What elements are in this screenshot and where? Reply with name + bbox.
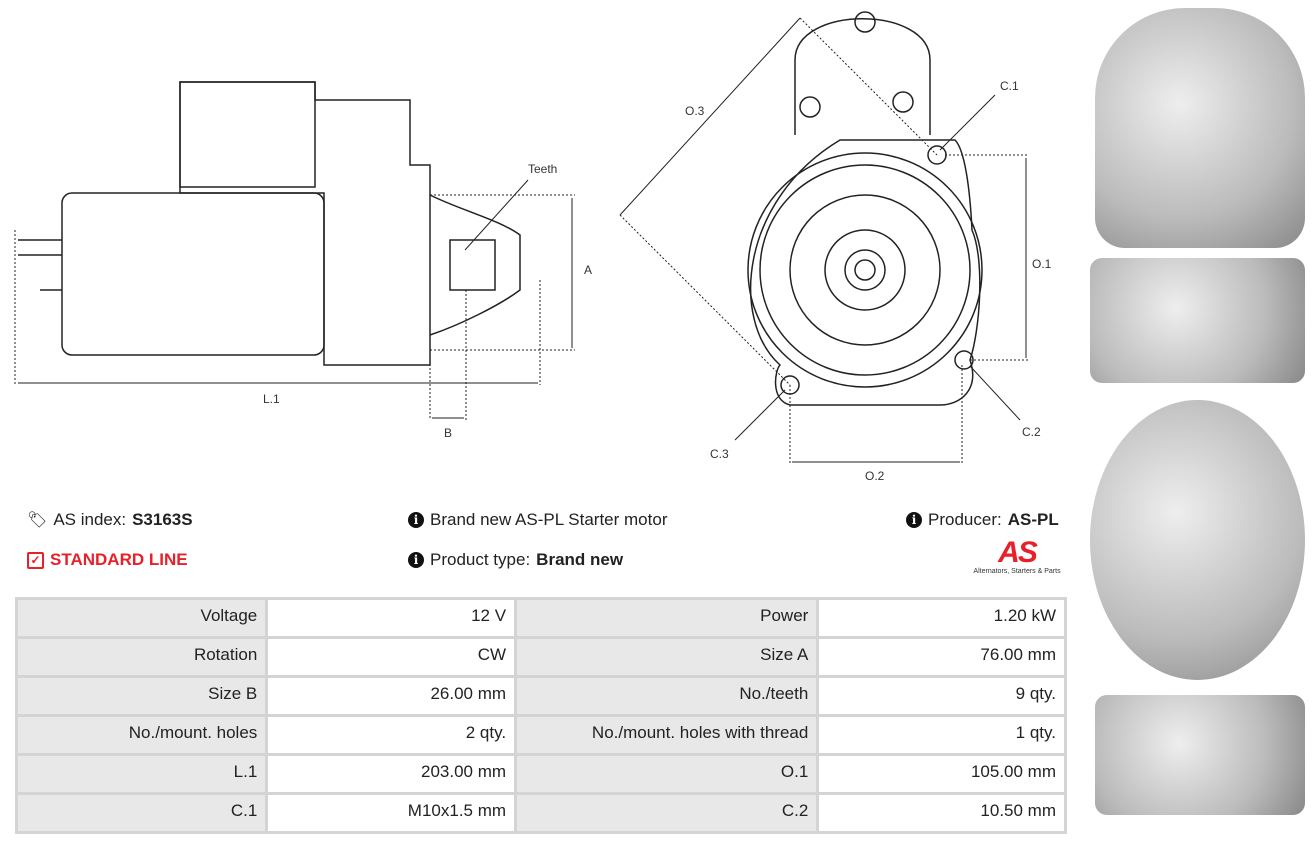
- label-c1: C.1: [1000, 79, 1019, 93]
- spec-value: 2 qty.: [265, 714, 518, 756]
- spec-label: O.1: [514, 753, 820, 795]
- description: i Brand new AS-PL Starter motor: [408, 510, 667, 530]
- label-o1: O.1: [1032, 257, 1052, 271]
- spec-label: C.2: [514, 792, 820, 834]
- as-index-value: S3163S: [132, 510, 193, 529]
- spec-label: L.1: [14, 753, 269, 795]
- product-photo-front[interactable]: [1095, 8, 1305, 248]
- info-icon: i: [408, 512, 424, 528]
- label-a: A: [584, 263, 592, 277]
- label-l1: L.1: [263, 392, 280, 406]
- spec-label: Voltage: [14, 597, 269, 639]
- label-c3: C.3: [710, 447, 729, 461]
- product-type: i Product type: Brand new: [408, 550, 623, 570]
- spec-value: 10.50 mm: [816, 792, 1067, 834]
- spec-value: 1.20 kW: [816, 597, 1067, 639]
- spec-label: No./mount. holes: [14, 714, 269, 756]
- spec-value: 203.00 mm: [265, 753, 518, 795]
- spec-label: No./teeth: [514, 675, 820, 717]
- spec-value: M10x1.5 mm: [265, 792, 518, 834]
- product-photo-side[interactable]: [1090, 258, 1305, 383]
- spec-label: Rotation: [14, 636, 269, 678]
- tags-icon: 🏷: [27, 512, 48, 529]
- info-icon: i: [408, 552, 424, 568]
- label-o2: O.2: [865, 469, 885, 483]
- front-view-drawing: O.3 C.1 O.1 C.2 C.3 O.2: [619, 11, 1052, 483]
- label-c2: C.2: [1022, 425, 1041, 439]
- product-photo-side-2[interactable]: [1095, 695, 1305, 815]
- label-b: B: [444, 426, 452, 440]
- standard-line: ✓ STANDARD LINE: [27, 550, 188, 570]
- label-teeth: Teeth: [528, 162, 557, 176]
- spec-value: CW: [265, 636, 518, 678]
- product-photo-rear[interactable]: [1090, 400, 1305, 680]
- spec-label: Size A: [514, 636, 820, 678]
- spec-value: 105.00 mm: [816, 753, 1067, 795]
- label-o3: O.3: [685, 104, 705, 118]
- spec-value: 12 V: [265, 597, 518, 639]
- spec-label: Size B: [14, 675, 269, 717]
- checkbox-icon: ✓: [27, 551, 44, 569]
- side-view-drawing: Teeth A L.1 B: [14, 81, 592, 440]
- spec-value: 1 qty.: [816, 714, 1067, 756]
- spec-label: Power: [514, 597, 820, 639]
- spec-value: 76.00 mm: [816, 636, 1067, 678]
- spec-value: 9 qty.: [816, 675, 1067, 717]
- spec-label: C.1: [14, 792, 269, 834]
- as-index: 🏷 AS index: S3163S: [27, 510, 193, 529]
- producer: i Producer: AS-PL: [906, 510, 1059, 530]
- as-pl-logo: AS Alternators, Starters & Parts: [973, 536, 1061, 576]
- spec-label: No./mount. holes with thread: [514, 714, 820, 756]
- info-icon: i: [906, 512, 922, 528]
- spec-value: 26.00 mm: [265, 675, 518, 717]
